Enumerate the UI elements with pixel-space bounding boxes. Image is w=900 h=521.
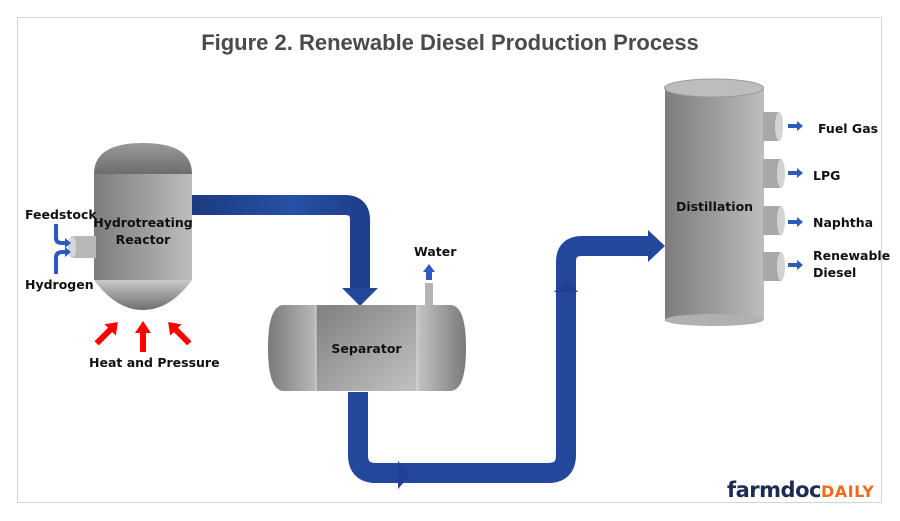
figure-frame: [17, 17, 882, 503]
hydrogen-label: Hydrogen: [25, 277, 94, 292]
heat-arrows: [94, 321, 192, 352]
figure-title: Figure 2. Renewable Diesel Production Pr…: [201, 30, 699, 55]
water-outlet-nozzle: [425, 283, 433, 307]
reactor-label: Hydrotreating Reactor: [93, 214, 193, 248]
pipe-reactor-to-separator: [192, 195, 378, 306]
output-naphtha-label: Naphtha: [813, 215, 874, 230]
farmdoc-daily-logo: farmdocDAILY: [727, 478, 874, 502]
output-renewable-diesel-label: Renewable Diesel: [813, 247, 890, 281]
flow-arrowhead-up: [554, 280, 578, 292]
outlet-naphtha: [763, 206, 785, 235]
reactor-inlet-nozzle: [72, 236, 96, 258]
distillation-label: Distillation: [675, 199, 754, 214]
flow-arrowhead-down: [342, 288, 378, 306]
feed-arrows: [54, 224, 71, 274]
logo-accent: DAILY: [820, 482, 875, 501]
outlet-fuel-gas: [763, 112, 783, 141]
water-label: Water: [414, 244, 457, 259]
output-fuel-gas-label: Fuel Gas: [818, 121, 879, 136]
outlet-lpg: [763, 159, 785, 188]
distillation-column: [664, 78, 803, 326]
fuel-gas-arrow-icon: [788, 121, 803, 131]
renewable-diesel-arrow-icon: [788, 260, 803, 270]
heat-pressure-label: Heat and Pressure: [89, 355, 220, 370]
heat-arrow-icon: [94, 322, 118, 346]
reactor-label-line2: Reactor: [115, 232, 171, 247]
water-arrow-icon: [423, 264, 435, 280]
separator-vessel: [268, 264, 466, 391]
feedstock-label: Feedstock: [25, 207, 97, 222]
feedstock-arrow-icon: [65, 238, 71, 248]
lpg-arrow-icon: [788, 168, 803, 178]
output-lpg-label: LPG: [813, 168, 841, 183]
separator-label: Separator: [331, 341, 402, 356]
flow-arrowhead-right: [398, 461, 410, 489]
heat-arrow-icon: [135, 321, 151, 352]
naphtha-arrow-icon: [788, 217, 803, 227]
output-renewable-diesel-line2: Diesel: [813, 265, 857, 280]
outlet-renewable-diesel: [763, 252, 785, 281]
hydrotreating-reactor: [68, 143, 192, 310]
heat-arrow-icon: [168, 322, 192, 346]
pipe-separator-to-distillation: [348, 230, 665, 489]
flow-arrowhead-into-distillation: [648, 230, 665, 262]
logo-primary: farmdoc: [727, 478, 821, 502]
hydrogen-arrow-icon: [65, 247, 71, 257]
output-renewable-diesel-line1: Renewable: [813, 248, 891, 263]
reactor-label-line1: Hydrotreating: [93, 215, 193, 230]
